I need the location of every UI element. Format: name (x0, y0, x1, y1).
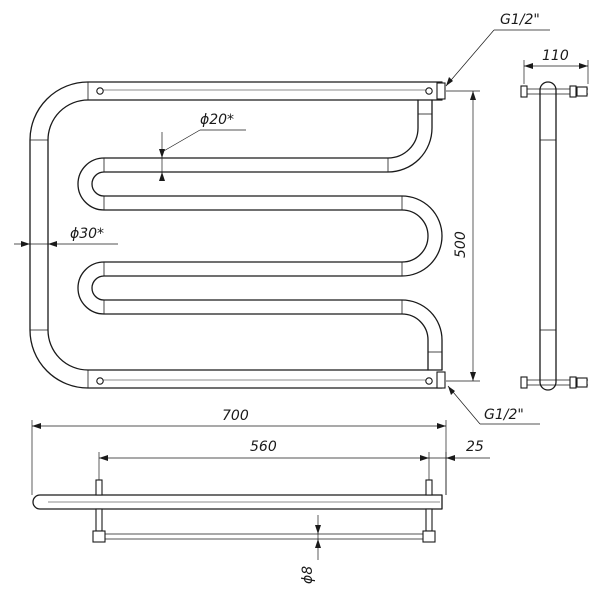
front-view: ϕ20* ϕ30* 500 G1/2" (14, 12, 550, 425)
dimension-depth: 110 (523, 48, 589, 84)
leader-thread-top: G1/2" (445, 12, 550, 87)
dimension-offset: 25 (429, 439, 490, 495)
fitting-bottom-right (425, 377, 433, 385)
post-left-top (95, 479, 103, 496)
label-offset: 25 (466, 439, 484, 455)
side-view: 110 (520, 48, 589, 391)
label-width-total: 700 (222, 408, 249, 424)
fitting-bottom-left (96, 377, 104, 385)
fitting-top-left (96, 87, 104, 95)
post-right-bottom (425, 508, 433, 532)
wall-plate-left (92, 530, 106, 543)
dimension-width-center: 560 (98, 439, 430, 480)
wall-plate-right (422, 530, 436, 543)
side-nipple-top (576, 86, 588, 97)
label-thread-bottom: G1/2" (484, 407, 524, 423)
dimension-width-total: 700 (31, 408, 447, 495)
serpentine-pipe (77, 99, 443, 371)
dimension-bracket-diameter: ϕ8 (300, 515, 321, 584)
nipple-top (436, 82, 446, 100)
fittings (96, 82, 446, 389)
side-wall-plate-bottom (520, 376, 528, 389)
label-depth: 110 (542, 48, 569, 64)
post-left-bottom (95, 508, 103, 532)
outer-frame-pipe (29, 81, 443, 389)
top-view: 700 560 25 ϕ8 (31, 408, 490, 584)
label-width-center: 560 (250, 439, 277, 455)
label-thread-top: G1/2" (500, 12, 540, 28)
side-wall-plate-top (520, 85, 528, 98)
fitting-top-right (425, 87, 433, 95)
side-nut-bottom (569, 376, 577, 389)
dimension-diameter-inner: ϕ20* (159, 112, 246, 181)
side-nut-top (569, 85, 577, 98)
dimension-diameter-outer: ϕ30* (14, 226, 118, 247)
dimension-height: 500 (446, 90, 480, 382)
side-nipple-bottom (576, 377, 588, 388)
post-right-top (425, 479, 433, 496)
label-height: 500 (453, 231, 469, 258)
leader-thread-bottom: G1/2" (447, 385, 540, 425)
label-bracket-diameter: ϕ8 (300, 566, 316, 584)
label-diameter-inner: ϕ20* (200, 112, 234, 128)
label-diameter-outer: ϕ30* (70, 226, 104, 242)
nipple-bottom (436, 371, 446, 389)
